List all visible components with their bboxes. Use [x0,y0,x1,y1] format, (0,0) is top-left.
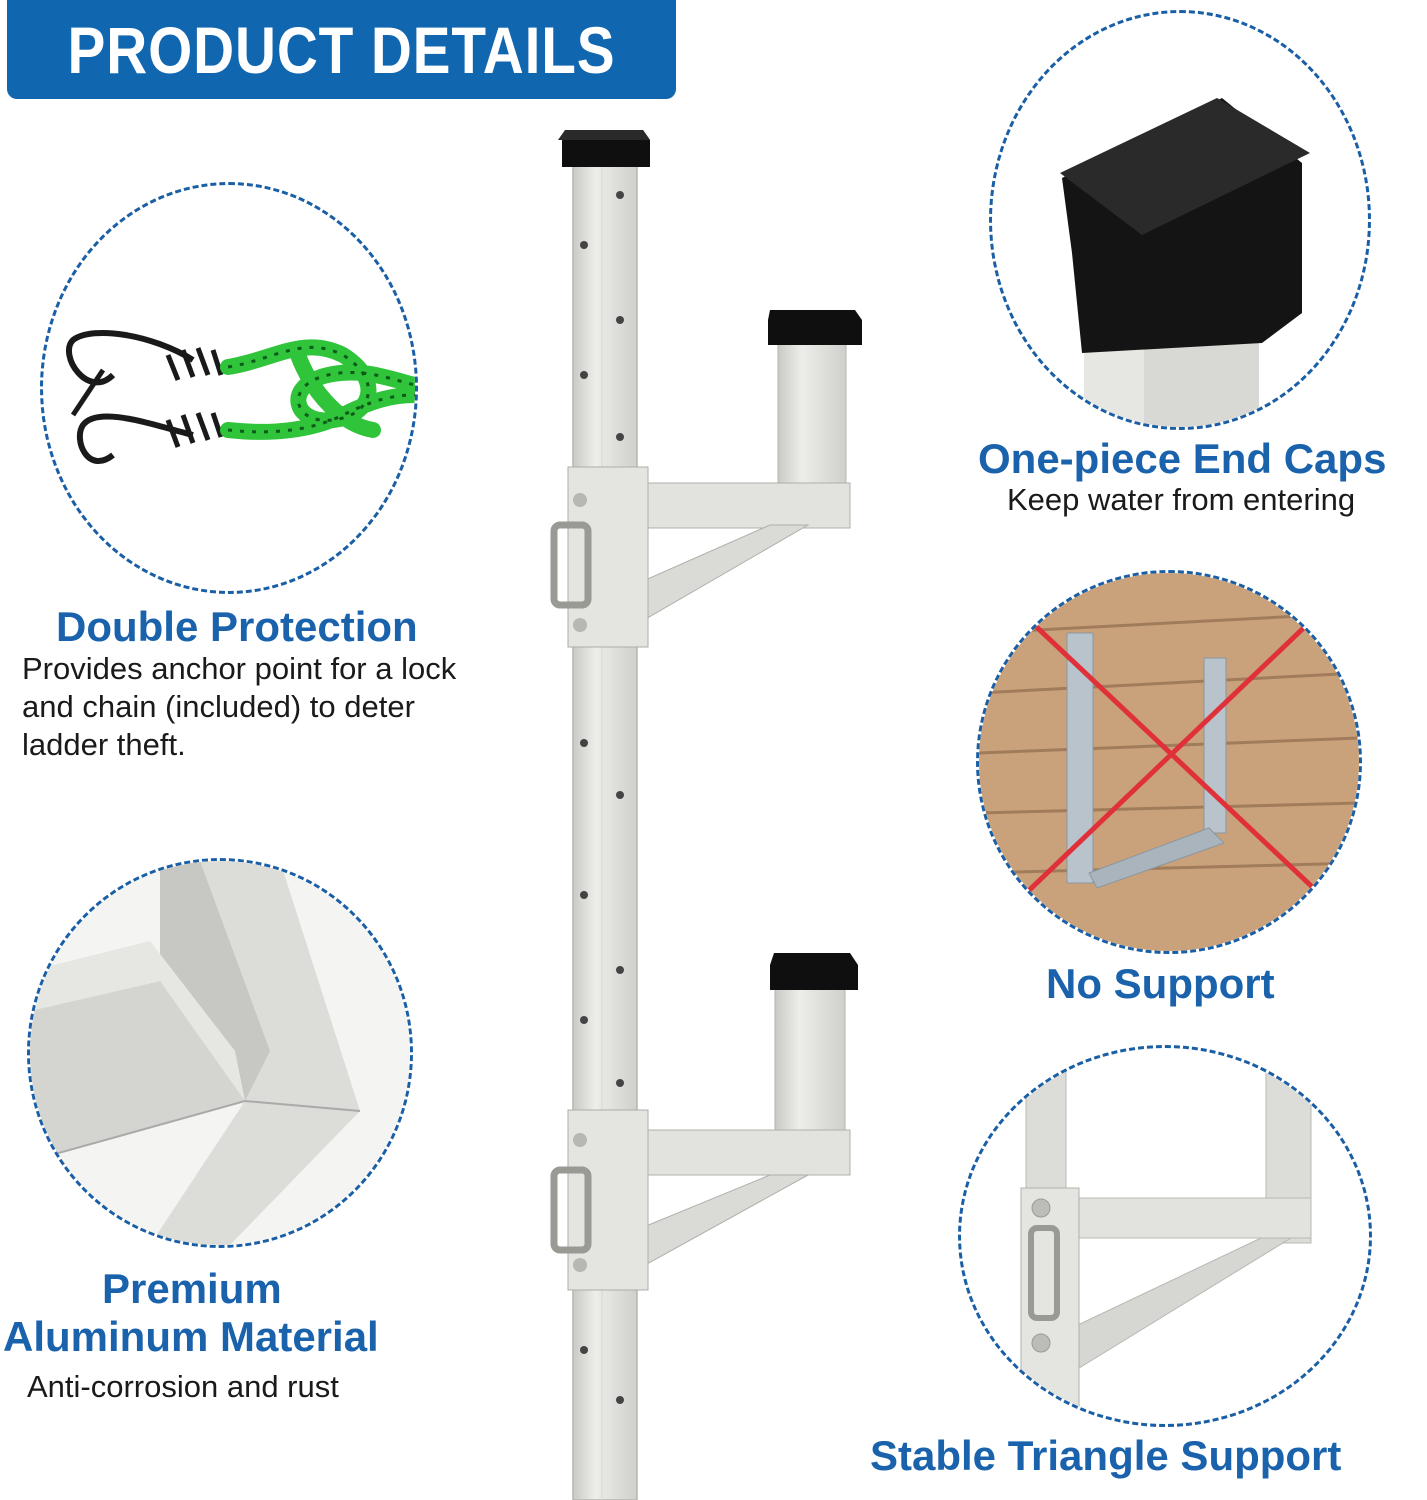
no-support-title: No Support [1046,960,1275,1007]
triangle-support-title: Stable Triangle Support [870,1432,1342,1479]
double-protection-line-3: ladder theft. [22,727,186,762]
triangle-support-image [1020,1048,1312,1424]
header-banner [7,0,676,99]
aluminum-title-line-1: Premium [102,1265,282,1312]
end-caps-description: Keep water from entering [1007,482,1356,517]
double-protection-line-1: Provides anchor point for a lock [22,651,457,686]
aluminum-title-line-2: Aluminum Material [3,1313,379,1360]
double-protection-description: Provides anchor point for a lock and cha… [22,650,522,764]
end-cap-detail-circle [989,10,1371,430]
lower-arm [550,953,858,1291]
double-protection-line-2: and chain (included) to deter [22,689,415,724]
no-support-detail-circle [976,570,1362,954]
double-protection-title: Double Protection [56,603,418,650]
upper-arm [550,310,862,648]
aluminum-joint-image [30,861,410,1245]
triangle-support-detail-circle [958,1045,1372,1427]
ladder-rack-image [550,130,862,1500]
aluminum-joint-detail-circle [27,858,413,1248]
bungee-cord-icon [66,329,415,464]
banner-title: PRODUCT DETAILS [67,12,616,87]
end-cap-image [1060,98,1310,427]
aluminum-description: Anti-corrosion and rust [27,1369,339,1404]
end-caps-title: One-piece End Caps [978,435,1387,482]
bungee-cord-detail-circle [40,182,418,594]
no-support-image [979,573,1359,951]
